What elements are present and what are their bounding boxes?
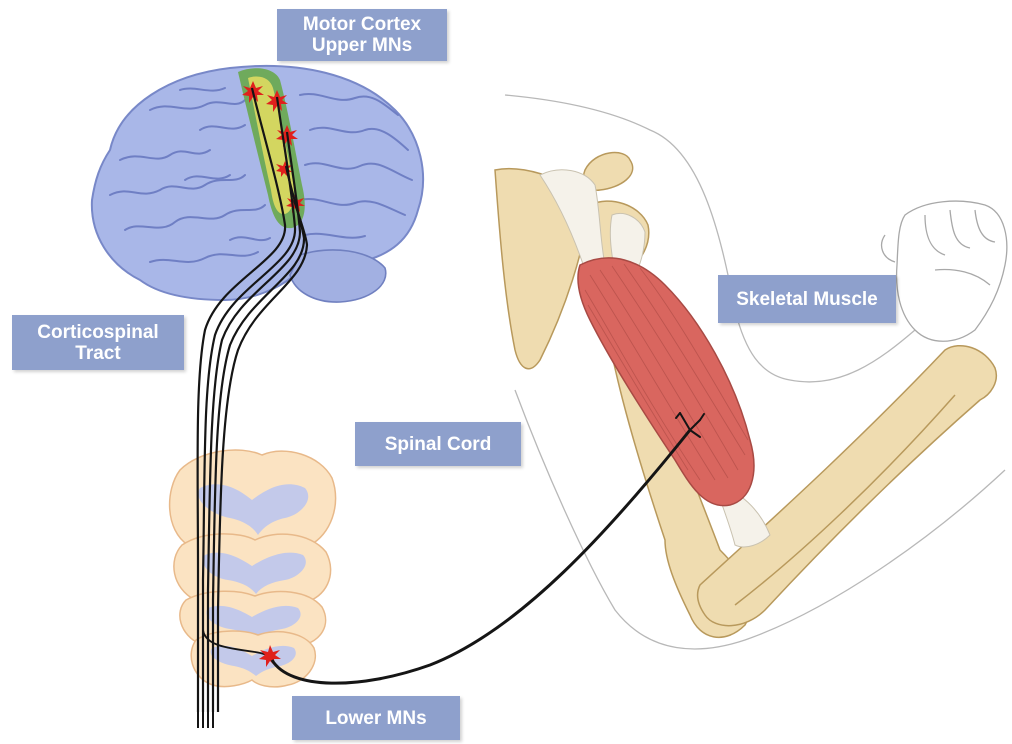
motor-cortex-line1: Motor Cortex xyxy=(303,14,421,35)
lower-mns-label: Lower MNs xyxy=(292,696,460,740)
spinal-cord-text: Spinal Cord xyxy=(385,434,492,455)
skeletal-muscle-text: Skeletal Muscle xyxy=(736,289,878,310)
skeletal-muscle-label: Skeletal Muscle xyxy=(718,275,896,323)
corticospinal-tract-label: Corticospinal Tract xyxy=(12,315,184,370)
lower-motor-neuron-axon xyxy=(272,430,690,683)
upper-mns-line: Upper MNs xyxy=(312,35,412,56)
lower-mns-text: Lower MNs xyxy=(325,708,426,729)
fist-outline xyxy=(882,201,1007,341)
motor-cortex-label: Motor Cortex Upper MNs xyxy=(277,9,447,61)
descending-tract-end xyxy=(198,712,213,728)
tract-line: Tract xyxy=(75,343,120,364)
spinal-cord-label: Spinal Cord xyxy=(355,422,521,466)
corticospinal-line1: Corticospinal xyxy=(37,322,158,343)
